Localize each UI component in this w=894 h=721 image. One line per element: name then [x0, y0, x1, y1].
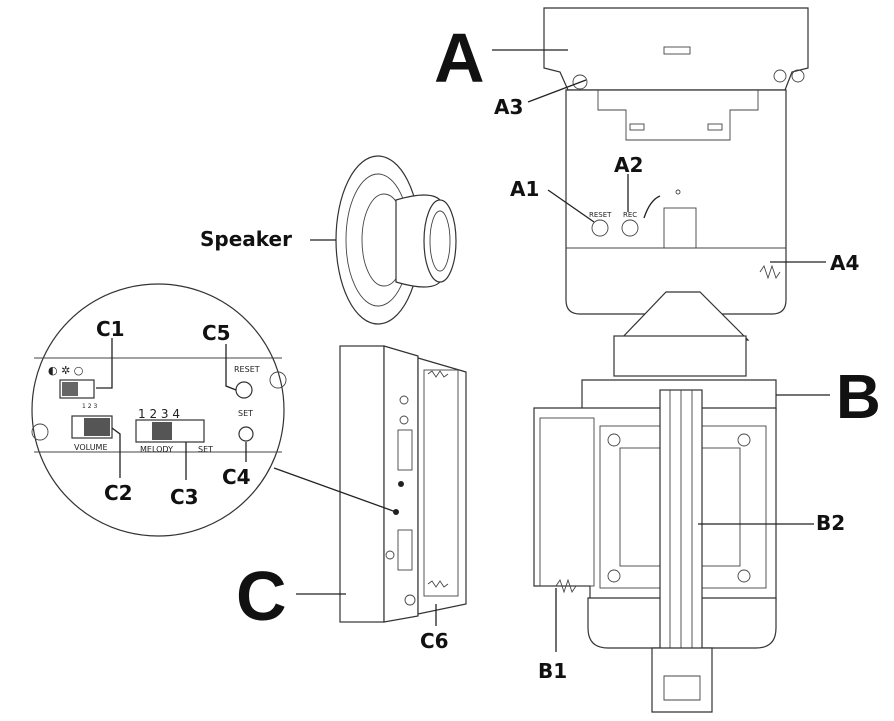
detail-volume-label: VOLUME — [74, 443, 108, 452]
detail-vol-marks: 1 2 3 — [82, 403, 97, 410]
label-C: C — [236, 557, 287, 635]
label-B1: B1 — [538, 659, 567, 683]
label-C4: C4 — [222, 465, 251, 489]
labels: A A3 A1 A2 A4 B B2 B1 Speaker C C6 C1 C5… — [96, 19, 881, 683]
label-B: B — [836, 363, 881, 432]
unit-a-rec-label: REC — [623, 211, 637, 219]
label-A: A — [434, 19, 485, 97]
label-C2: C2 — [104, 481, 133, 505]
leader-lines — [96, 49, 830, 652]
detail-digits: 1 2 3 4 — [138, 407, 180, 421]
label-C5: C5 — [202, 321, 231, 345]
label-A1: A1 — [510, 177, 539, 201]
detail-reset-button[interactable] — [235, 381, 253, 399]
svg-text:◐ ✲ ○: ◐ ✲ ○ — [48, 364, 83, 377]
detail-reset-label: RESET — [234, 365, 260, 374]
unit-b — [533, 291, 777, 713]
label-B2: B2 — [816, 511, 845, 535]
detail-zoom: ◐ ✲ ○ 1 2 3 VOLUME 1 2 3 4 MELODY SET RE… — [31, 283, 287, 537]
detail-set-label-2: SET — [198, 445, 213, 454]
label-speaker: Speaker — [200, 227, 292, 251]
detail-melody-label: MELODY — [140, 445, 173, 454]
label-A4: A4 — [830, 251, 859, 275]
label-C3: C3 — [170, 485, 199, 509]
label-C6: C6 — [420, 629, 449, 653]
label-A3: A3 — [494, 95, 523, 119]
reset-button-a1[interactable] — [591, 219, 609, 237]
speaker — [335, 155, 457, 325]
spring-b1 — [555, 578, 577, 594]
label-A2: A2 — [614, 153, 643, 177]
spring-a4 — [759, 264, 781, 280]
label-C1: C1 — [96, 317, 125, 341]
unit-c — [339, 345, 467, 623]
rec-button-a2[interactable] — [621, 219, 639, 237]
detail-set-button[interactable] — [238, 426, 254, 442]
detail-set-label: SET — [238, 409, 253, 418]
unit-a: RESET REC — [543, 7, 809, 315]
unit-a-reset-label: RESET — [589, 211, 612, 219]
